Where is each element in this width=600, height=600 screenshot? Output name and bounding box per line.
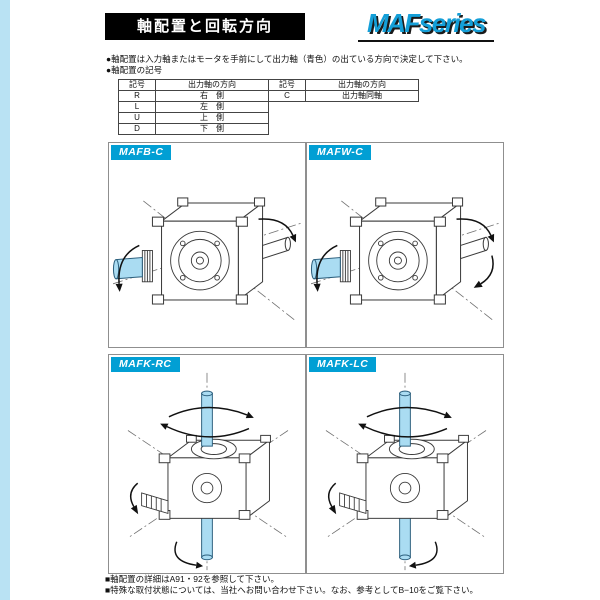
table-header-row: 記号 出力軸の方向 [118, 79, 269, 91]
direction-cell: 左 側 [155, 101, 269, 113]
footer-notes: ■軸配置の詳細はA91・92を参照して下さい。 ■特殊な取付状態については、当社… [105, 574, 478, 596]
symbol-table: 記号 出力軸の方向 R 右 側 L 左 側 U 上 側 D 下 側 記号 [118, 79, 419, 135]
symbol-cell: D [118, 123, 156, 135]
panel-label: MAFK-RC [111, 357, 180, 372]
panel-mafk-lc: MAFK-LC [306, 354, 504, 574]
panel-mafk-rc: MAFK-RC [108, 354, 306, 574]
brand-logo: MAFseries [358, 7, 494, 42]
gearbox-diagram-mafb-c [112, 197, 302, 321]
symbol-table-right: 記号 出力軸の方向 C 出力軸同軸 [268, 79, 419, 102]
intro-note-line: ●軸配置は入力軸またはモータを手前にして出力軸（青色）の出ている方向で決定して下… [106, 54, 468, 64]
panel-mafw-c: MAFW-C [306, 142, 504, 348]
direction-cell: 右 側 [155, 90, 269, 102]
col-header-symbol: 記号 [118, 79, 156, 91]
intro-symbols-heading: ●軸配置の記号 [106, 65, 163, 75]
symbol-cell: L [118, 101, 156, 113]
table-header-row: 記号 出力軸の方向 [268, 79, 419, 91]
page-title: 軸配置と回転方向 [105, 13, 305, 40]
direction-cell: 上 側 [155, 112, 269, 124]
symbol-cell: U [118, 112, 156, 124]
col-header-direction: 出力軸の方向 [305, 79, 419, 91]
gearbox-diagram-mafw-c [310, 197, 500, 321]
symbol-table-left: 記号 出力軸の方向 R 右 側 L 左 側 U 上 側 D 下 側 [118, 79, 269, 135]
gearbox-diagram-mafk-rc [127, 372, 289, 571]
panel-label: MAFB-C [111, 145, 172, 160]
panel-label: MAFW-C [309, 145, 372, 160]
intro-notes: ●軸配置は入力軸またはモータを手前にして出力軸（青色）の出ている方向で決定して下… [106, 54, 468, 76]
table-row: L 左 側 [118, 101, 269, 113]
gearbox-diagram-mafk-lc [325, 372, 487, 571]
direction-cell: 下 側 [155, 123, 269, 135]
col-header-symbol: 記号 [268, 79, 306, 91]
table-row: U 上 側 [118, 112, 269, 124]
panel-label: MAFK-LC [309, 357, 377, 372]
panel-mafb-c: MAFB-C [108, 142, 306, 348]
table-row: C 出力軸同軸 [268, 90, 419, 102]
symbol-cell: R [118, 90, 156, 102]
table-row: R 右 側 [118, 90, 269, 102]
symbol-cell: C [268, 90, 306, 102]
col-header-direction: 出力軸の方向 [155, 79, 269, 91]
left-edge-stripe [0, 0, 10, 600]
footer-note-line: ■特殊な取付状態については、当社へお問い合わせ下さい。なお、参考としてB−10を… [105, 585, 479, 595]
footer-note-line: ■軸配置の詳細はA91・92を参照して下さい。 [105, 574, 279, 584]
direction-cell: 出力軸同軸 [305, 90, 419, 102]
table-row: D 下 側 [118, 123, 269, 135]
